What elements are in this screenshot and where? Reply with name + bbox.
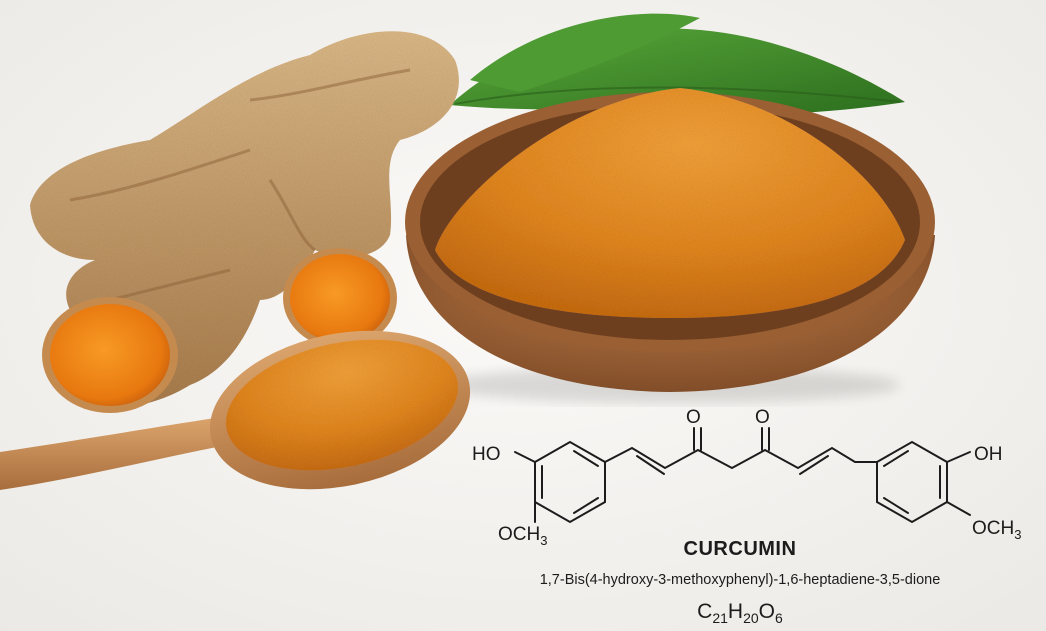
- right-benzene-ring: [876, 440, 948, 524]
- methoxy-left-label: OCH3: [498, 524, 547, 548]
- iupac-name: 1,7-Bis(4-hydroxy-3-methoxyphenyl)-1,6-h…: [539, 572, 941, 588]
- hydroxyl-right-label: OH: [974, 444, 1003, 465]
- heptadienedione-chain: [604, 427, 878, 475]
- bond-hydroxyl-right: [946, 451, 971, 463]
- bond-methoxy-right: [946, 501, 971, 516]
- molecular-formula: C21H20O6: [697, 600, 783, 627]
- hydroxyl-left-label: HO: [472, 444, 501, 465]
- wooden-bowl: [405, 88, 935, 403]
- compound-name: CURCUMIN: [683, 538, 797, 560]
- ketone-oxygen-right-label: O: [755, 407, 770, 428]
- turmeric-rhizomes: [30, 31, 459, 413]
- left-benzene-ring: [534, 440, 606, 524]
- cut-rhizome-flesh-right: [290, 254, 390, 342]
- ketone-oxygen-left-label: O: [686, 407, 701, 428]
- cut-rhizome-flesh-left: [50, 304, 170, 406]
- turmeric-leaves: [450, 13, 905, 115]
- methoxy-right-label: OCH3: [972, 518, 1021, 542]
- wooden-spoon: [0, 330, 471, 490]
- bond-hydroxyl-left: [514, 451, 536, 463]
